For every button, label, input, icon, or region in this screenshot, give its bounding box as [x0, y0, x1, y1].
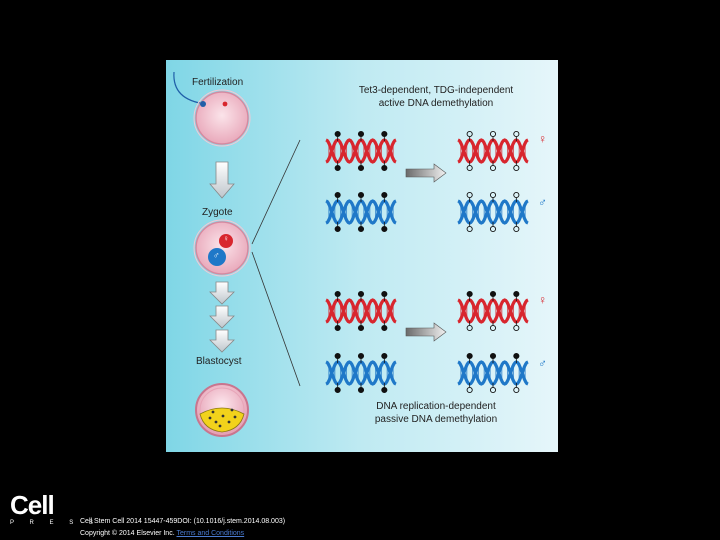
methyl-mark-top — [334, 191, 341, 199]
terms-link[interactable]: Terms and Conditions — [176, 530, 245, 537]
methyl-mark-bottom — [381, 225, 388, 233]
top-panel-title-line2: active DNA demethylation — [378, 98, 494, 109]
methyl-mark-bottom — [381, 164, 388, 172]
methyl-mark-top — [357, 352, 365, 360]
paternal-pronucleus-symbol: ♂ — [213, 250, 220, 260]
methyl-mark-bottom — [381, 386, 388, 394]
paternal-pronucleus — [208, 248, 226, 266]
bottom-maternal-symbol: ♀ — [538, 293, 547, 307]
zoom-line-top — [251, 139, 301, 245]
blastocyst-cell — [195, 383, 249, 437]
methyl-mark-top — [513, 191, 520, 199]
methyl-mark-bottom — [466, 225, 473, 233]
methyl-mark-bottom — [334, 386, 341, 394]
bottom-paternal-symbol: ♂ — [538, 356, 547, 370]
stage-label-fertilization: Fertilization — [192, 77, 244, 88]
methyl-mark-bottom — [466, 386, 473, 394]
methyl-mark-bottom — [466, 324, 473, 332]
methyl-mark-bottom — [489, 324, 497, 332]
methyl-mark-top — [466, 191, 473, 199]
inner-cell-mass — [199, 407, 245, 433]
stage-label-zygote: Zygote — [202, 207, 233, 218]
bottom-panel-title-line1: DNA replication-dependent — [376, 401, 496, 412]
methyl-mark-bottom — [513, 164, 520, 172]
methyl-mark-top — [466, 352, 473, 360]
methyl-mark-top — [489, 290, 497, 298]
arrow-passive-demethylation — [405, 322, 447, 342]
bottom-panel-title-line2: passive DNA demethylation — [374, 414, 498, 425]
helix-maternal-before-active — [325, 130, 397, 172]
methyl-mark-top — [357, 130, 365, 138]
copyright-line: Copyright © 2014 Elsevier Inc. Terms and… — [80, 528, 285, 540]
methyl-mark-bottom — [357, 324, 365, 332]
methyl-mark-top — [334, 352, 341, 360]
maternal-pronucleus — [219, 234, 233, 248]
methyl-mark-top — [489, 130, 497, 138]
cell-press-logo: Cell P R E S S — [10, 492, 100, 526]
methyl-mark-bottom — [357, 164, 365, 172]
figure-drawing — [173, 71, 529, 437]
citation: Cell Stem Cell 2014 15447-459DOI: (10.10… — [80, 518, 286, 525]
footer: Cell Stem Cell 2014 15447-459DOI: (10.10… — [80, 516, 285, 540]
top-panel-title-line1: Tet3-dependent, TDG-independent — [358, 85, 514, 96]
methyl-mark-bottom — [357, 386, 365, 394]
methyl-mark-bottom — [466, 164, 473, 172]
egg-nucleus — [222, 101, 228, 107]
methyl-mark-bottom — [334, 225, 341, 233]
helix-paternal-before-passive — [325, 352, 397, 394]
methyl-mark-bottom — [357, 225, 365, 233]
methyl-mark-bottom — [334, 324, 341, 332]
methyl-mark-top — [357, 191, 365, 199]
stage-label-blastocyst: Blastocyst — [196, 356, 242, 367]
methyl-mark-top — [489, 352, 497, 360]
helix-maternal-after-passive — [457, 290, 529, 332]
dna-strands — [325, 130, 529, 394]
methyl-mark-top — [489, 191, 497, 199]
methyl-mark-bottom — [513, 386, 520, 394]
helix-maternal-after-active — [457, 130, 529, 172]
methyl-mark-top — [334, 290, 341, 298]
arrow-active-demethylation — [405, 163, 447, 183]
methyl-mark-bottom — [489, 164, 497, 172]
methyl-mark-top — [466, 130, 473, 138]
maternal-pronucleus-symbol: ♀ — [223, 234, 229, 243]
methyl-mark-top — [381, 290, 388, 298]
bottom-panel-title: DNA replication-dependent passive DNA de… — [336, 400, 536, 426]
methyl-mark-top — [357, 290, 365, 298]
top-maternal-symbol: ♀ — [538, 132, 547, 146]
methyl-mark-top — [381, 130, 388, 138]
top-panel-title: Tet3-dependent, TDG-independent active D… — [336, 84, 536, 110]
top-paternal-symbol: ♂ — [538, 195, 547, 209]
methyl-mark-bottom — [334, 164, 341, 172]
methyl-mark-bottom — [513, 324, 520, 332]
logo-press: P R E S S — [10, 520, 100, 526]
methyl-mark-top — [513, 130, 520, 138]
methyl-mark-bottom — [381, 324, 388, 332]
helix-paternal-after-active — [457, 191, 529, 233]
methyl-mark-bottom — [513, 225, 520, 233]
methyl-mark-top — [513, 290, 520, 298]
sperm-head — [200, 101, 206, 107]
copyright-text: Copyright © 2014 Elsevier Inc. — [80, 530, 175, 537]
methyl-mark-top — [466, 290, 473, 298]
methyl-mark-top — [334, 130, 341, 138]
helix-maternal-before-passive — [325, 290, 397, 332]
down-arrow-1 — [209, 161, 235, 199]
methyl-mark-bottom — [489, 225, 497, 233]
zoom-line-bottom — [251, 251, 301, 387]
figure-panel: Fertilization Zygote Blastocyst ♀ ♂ Tet3… — [166, 60, 558, 452]
logo-word: Cell — [10, 490, 55, 520]
methyl-mark-top — [513, 352, 520, 360]
methyl-mark-top — [381, 191, 388, 199]
zygote-cell — [193, 219, 251, 277]
down-arrow-2 — [209, 281, 235, 353]
fertilized-egg — [173, 71, 251, 147]
helix-paternal-after-passive — [457, 352, 529, 394]
methyl-mark-top — [381, 352, 388, 360]
helix-paternal-before-active — [325, 191, 397, 233]
methyl-mark-bottom — [489, 386, 497, 394]
